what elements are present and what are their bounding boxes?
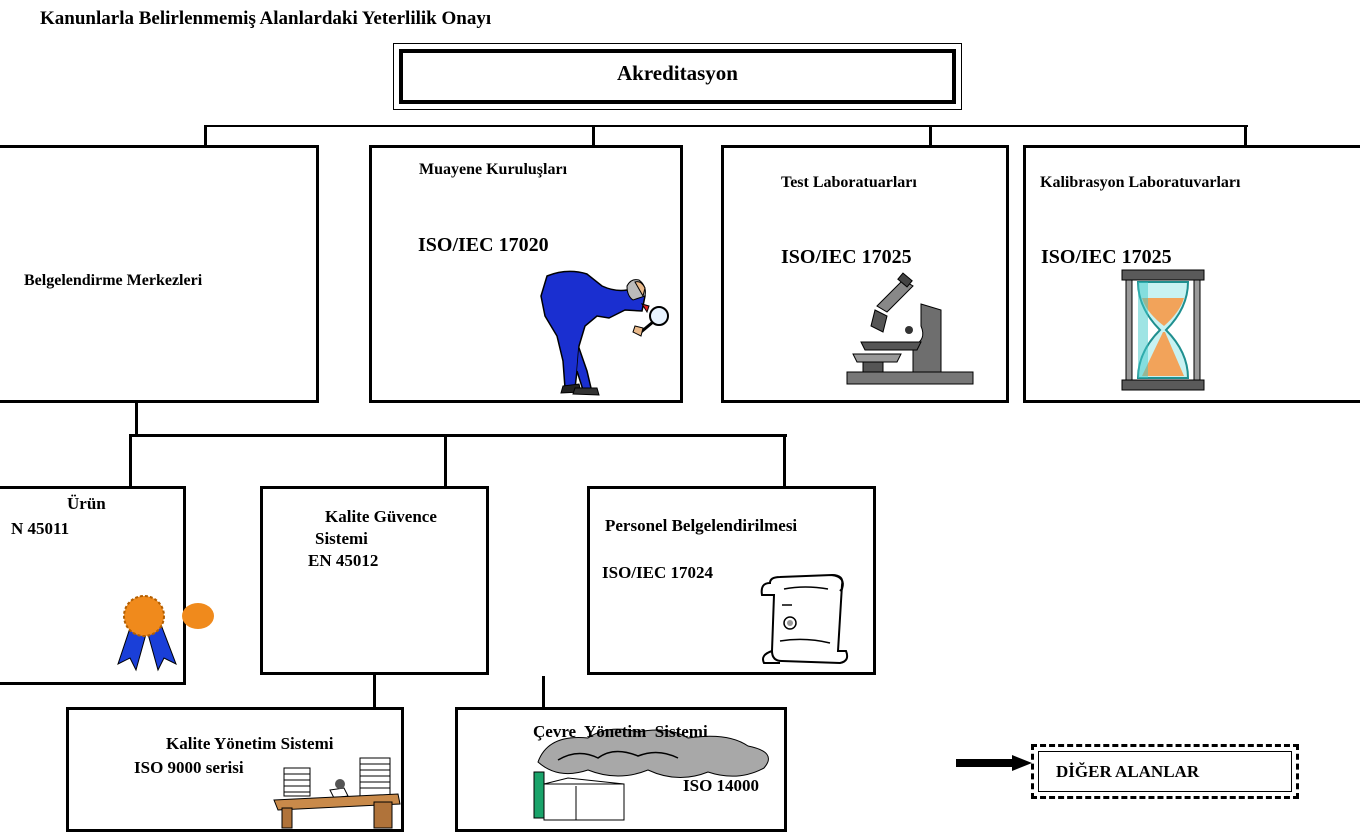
node-muayene-kuruluslari: Muayene Kuruluşları ISO/IEC 17020	[369, 145, 683, 403]
connector-drop-urun	[129, 434, 132, 486]
connector-drop-personel	[783, 434, 786, 486]
arrow-right-icon	[956, 755, 1032, 771]
connector-drop-1	[204, 125, 207, 145]
ribbon-award-icon	[117, 595, 214, 672]
factory-smoke-icon	[533, 728, 769, 821]
node-standard: ISO/IEC 17025	[781, 246, 912, 268]
connector-belgelendirme-drop	[135, 403, 138, 436]
page-title: Kanunlarla Belirlenmemiş Alanlardaki Yet…	[40, 8, 492, 29]
node-urun: Ürün N 45011	[0, 486, 214, 685]
node-personel-belgelendirilmesi: Personel Belgelendirilmesi ISO/IEC 17024	[587, 486, 876, 675]
node-label: Kalite Yönetim Sistemi	[166, 734, 334, 753]
node-label: DİĞER ALANLAR	[1056, 762, 1200, 781]
node-standard: ISO/IEC 17025	[1041, 246, 1172, 268]
node-standard: EN 45012	[308, 551, 379, 570]
connector-drop-2	[592, 125, 595, 145]
node-label-line2: Sistemi	[315, 529, 368, 548]
node-label-line1: Kalite Güvence	[325, 507, 437, 526]
connector-drop-cevre	[542, 676, 545, 707]
inspector-icon	[540, 270, 669, 396]
node-kalite-guvence-sistemi: Kalite Güvence Sistemi EN 45012	[260, 486, 489, 675]
root-node-akreditasyon: Akreditasyon	[393, 43, 962, 110]
node-standard: ISO/IEC 17024	[602, 563, 713, 582]
node-label: Belgelendirme Merkezleri	[24, 272, 203, 289]
node-label: Ürün	[67, 494, 106, 513]
node-label: Çevre Yönetim Sistemi	[533, 722, 708, 741]
node-label: Muayene Kuruluşları	[419, 161, 568, 178]
connector-root	[205, 125, 1248, 127]
node-belgelendirme-merkezleri: Belgelendirme Merkezleri	[0, 145, 319, 403]
connector-level2	[130, 434, 787, 437]
node-standard: ISO/IEC 17020	[418, 234, 549, 256]
connector-drop-3	[929, 125, 932, 145]
node-label: Personel Belgelendirilmesi	[605, 516, 798, 535]
connector-drop-kys	[373, 675, 376, 707]
certificate-scroll-icon	[760, 573, 849, 665]
microscope-icon	[846, 272, 974, 385]
node-standard: ISO 14000	[683, 776, 760, 795]
hourglass-icon	[1121, 269, 1205, 391]
node-standard: N 45011	[11, 519, 70, 538]
node-test-laboratuarlari: Test Laboratuarları ISO/IEC 17025	[721, 145, 1009, 403]
node-diger-alanlar: DİĞER ALANLAR	[1031, 744, 1299, 799]
connector-drop-kgs	[444, 434, 447, 486]
node-label: Test Laboratuarları	[781, 174, 917, 191]
connector-drop-4	[1244, 125, 1247, 145]
node-cevre-yonetim-sistemi: Çevre Yönetim Sistemi ISO 14000	[455, 707, 787, 832]
node-kalibrasyon-laboratuvarlari: Kalibrasyon Laboratuvarları ISO/IEC 1702…	[1023, 145, 1360, 403]
root-label: Akreditasyon	[617, 61, 738, 85]
node-kalite-yonetim-sistemi: Kalite Yönetim Sistemi ISO 9000 serisi	[66, 707, 404, 832]
node-standard: ISO 9000 serisi	[134, 758, 244, 777]
node-label: Kalibrasyon Laboratuvarları	[1040, 174, 1241, 191]
office-desk-icon	[273, 757, 401, 829]
